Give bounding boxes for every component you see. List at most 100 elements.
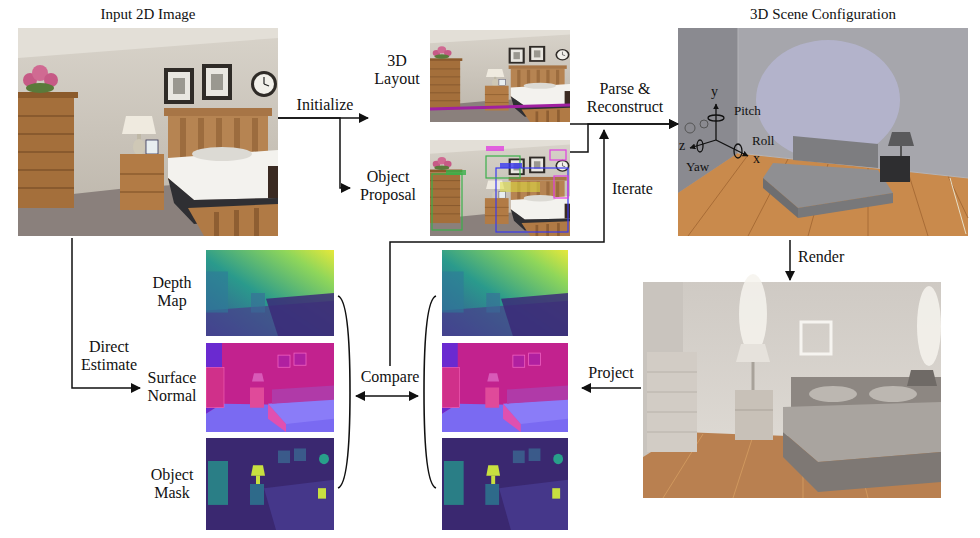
- estimated-maps: [206, 343, 334, 432]
- estimated-maps: [206, 250, 334, 530]
- proposal-thumbnail: [446, 170, 466, 175]
- flow-arrow: [570, 124, 678, 152]
- proposal-thumbnail: [430, 140, 570, 236]
- proposal-thumbnail: [554, 176, 568, 198]
- flow-arrow: [390, 130, 604, 366]
- rendered-image: [643, 274, 941, 498]
- scene-rendering: [908, 172, 928, 236]
- rendered-image: [752, 362, 755, 390]
- rotation-axes: [708, 115, 724, 121]
- rotation-axes: [697, 140, 703, 152]
- projected-maps: [442, 438, 568, 530]
- proposal-thumbnail: [430, 140, 570, 236]
- scene-rendering: [888, 132, 914, 146]
- flow-arrow: [582, 387, 641, 389]
- panel-label: Surface Normal: [140, 369, 204, 406]
- scene-rendering: [900, 146, 902, 156]
- rendered-image: [647, 352, 697, 452]
- rotation-axes: [734, 144, 742, 158]
- rendered-image: [801, 322, 831, 354]
- scene-rendering: [678, 28, 968, 236]
- panel-label: Input 2D Image: [18, 6, 278, 23]
- rendered-image: [907, 370, 937, 386]
- image-panel: 3D Scene Configuration: [678, 4, 968, 238]
- layout-thumbnail: [430, 105, 570, 109]
- input-photo: [18, 28, 278, 236]
- arrow-label: Parse & Reconstruct: [574, 80, 676, 117]
- axis-label: Roll: [752, 134, 774, 149]
- rendered-image: [735, 390, 773, 440]
- axis-label: z: [679, 138, 685, 154]
- proposal-thumbnail: [550, 150, 566, 160]
- bracket: [338, 296, 350, 488]
- image-panel: 3D Layout: [368, 30, 570, 130]
- image-panel: Depth Map: [140, 250, 334, 336]
- rendered-image: [736, 344, 770, 362]
- rotation-axes: [715, 104, 716, 140]
- scene-rendering: [700, 120, 708, 128]
- layout-thumbnail: [430, 30, 570, 122]
- rendered-image: [783, 432, 941, 492]
- rotation-axes: [716, 140, 748, 156]
- flow-arrow: [278, 118, 350, 188]
- rendered-image: [643, 282, 941, 498]
- scene-rendering: [678, 153, 968, 236]
- flow-arrow: [789, 240, 791, 280]
- scene-rendering: [798, 193, 893, 218]
- image-panel: Object Mask: [140, 438, 334, 530]
- bracket: [338, 296, 436, 488]
- arrow-label: Direct Estimate: [76, 338, 142, 375]
- annotation-label: Render: [798, 248, 844, 266]
- scene-rendering: [678, 28, 968, 236]
- image-panel: Input 2D Image: [18, 4, 278, 238]
- image-panel: Object Proposal: [350, 140, 570, 236]
- panel-label: 3D Scene Configuration: [678, 6, 968, 23]
- scene-rendering: [950, 178, 966, 234]
- image-panel: Surface Normal: [140, 343, 334, 432]
- scene-rendering: [738, 28, 968, 178]
- layout-thumbnail: [430, 30, 570, 122]
- panel-label: Depth Map: [140, 274, 204, 311]
- annotation-label: Iterate: [612, 180, 653, 198]
- rendered-image: [647, 412, 697, 413]
- panel-label: Object Mask: [140, 466, 204, 503]
- rendered-image: [647, 432, 697, 433]
- rendered-image: [739, 274, 767, 354]
- proposal-thumbnail: [500, 182, 540, 192]
- rendered-image: [647, 392, 697, 393]
- rendered-image: [735, 410, 773, 411]
- estimated-maps: [206, 438, 334, 530]
- panel-label: Object Proposal: [350, 168, 426, 205]
- flow-arrow: [356, 130, 790, 396]
- scene-rendering: [880, 156, 910, 182]
- proposal-thumbnail: [500, 163, 522, 168]
- projected-maps: [442, 250, 568, 530]
- rendered-image: [809, 386, 857, 402]
- rendered-image: [869, 386, 917, 402]
- arrow-label: Initialize: [282, 96, 368, 114]
- axis-label: x: [753, 151, 760, 167]
- rendered-image: [733, 436, 753, 498]
- axis-label: Yaw: [686, 160, 709, 175]
- scene-rendering: [763, 178, 798, 218]
- scene-rendering: [793, 136, 878, 168]
- flow-arrow: [356, 395, 418, 397]
- estimated-maps: [206, 250, 334, 336]
- rendered-image: [647, 372, 697, 373]
- rendered-image: [917, 286, 941, 366]
- scene-rendering: [738, 28, 739, 153]
- bracket: [424, 296, 436, 488]
- proposal-thumbnail: [432, 174, 462, 230]
- annotation-label: Project: [582, 364, 640, 382]
- projected-maps: [442, 343, 568, 432]
- input-photo: [18, 28, 278, 236]
- axis-label: Pitch: [734, 104, 761, 119]
- axis-label: y: [711, 84, 718, 100]
- proposal-thumbnail: [486, 146, 504, 151]
- scene-rendering: [685, 123, 695, 133]
- projected-maps: [442, 250, 568, 336]
- annotation-label: Compare: [350, 368, 430, 386]
